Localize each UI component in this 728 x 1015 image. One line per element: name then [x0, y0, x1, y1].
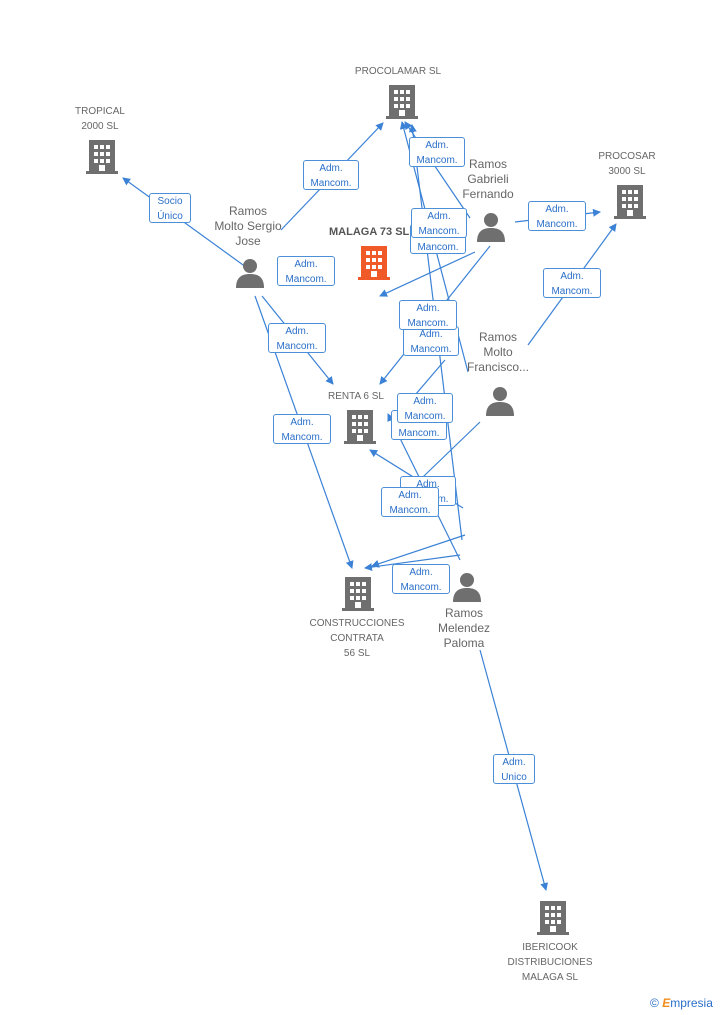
node-label-renta6: RENTA 6 SL — [328, 391, 384, 402]
building-icon-renta6[interactable] — [344, 410, 376, 444]
edge-label-adm-mancom[interactable]: Adm. Mancom. — [409, 137, 465, 167]
edge-line-9 — [379, 251, 476, 297]
copyright-icon: © — [650, 996, 659, 1010]
building-icon-ibericook[interactable] — [537, 901, 569, 935]
node-label-procosar: PROCOSAR 3000 SL — [598, 151, 656, 177]
building-icon-tropical[interactable] — [86, 140, 118, 174]
edge-label-adm-unico[interactable]: Adm. Unico — [493, 754, 535, 784]
building-icon-procosar[interactable] — [614, 185, 646, 219]
edge-label-adm-mancom[interactable]: Adm. Mancom. — [303, 160, 359, 190]
person-label-ramos-sergio: Ramos Molto Sergio Jose — [214, 204, 282, 248]
node-label-tropical: TROPICAL 2000 SL — [74, 106, 125, 132]
edge-label-adm-mancom[interactable]: Adm. Mancom. — [399, 300, 457, 330]
edge-label-adm-mancom[interactable]: Adm. Mancom. — [543, 268, 601, 298]
edge-label-adm-mancom[interactable]: Adm. Mancom. — [381, 487, 439, 517]
edge-label-adm-mancom[interactable]: Adm. Mancom. — [397, 393, 453, 423]
building-icon-malaga73[interactable] — [358, 246, 390, 280]
node-label-construcciones: CONSTRUCCIONES CONTRATA 56 SL — [309, 618, 405, 659]
person-icon-ramos-sergio[interactable] — [235, 258, 265, 288]
brand-initial: E — [662, 996, 671, 1010]
edge-label-adm-mancom[interactable]: Adm. Mancom. — [392, 564, 450, 594]
person-label-ramos-francisco: Ramos Molto Francisco... — [466, 330, 529, 374]
edge-line-0 — [122, 177, 251, 271]
edge-label-adm-mancom[interactable]: Adm. Mancom. — [268, 323, 326, 353]
building-icon-procolamar[interactable] — [386, 85, 418, 119]
node-label-procolamar: PROCOLAMAR SL — [354, 66, 442, 77]
node-label-malaga73: MALAGA 73 SL — [329, 226, 410, 238]
person-label-ramos-gabrieli: Ramos Gabrieli Fernando — [462, 157, 514, 201]
edge-label-socio-unico[interactable]: Socio Único — [149, 193, 191, 223]
person-icon-ramos-paloma[interactable] — [452, 572, 482, 602]
edge-line-15 — [364, 554, 461, 572]
edge-label-adm-mancom[interactable]: Adm. Mancom. — [528, 201, 586, 231]
edge-label-adm-mancom[interactable]: Adm. Mancom. — [411, 208, 467, 238]
brand-name: mpresia — [670, 996, 713, 1010]
edge-label-adm-mancom[interactable]: Adm. Mancom. — [273, 414, 331, 444]
edge-line-16 — [371, 534, 466, 568]
person-label-ramos-paloma: Ramos Melendez Paloma — [437, 606, 491, 650]
edge-label-adm-mancom[interactable]: Adm. Mancom. — [277, 256, 335, 286]
empresia-brand[interactable]: © Empresia — [650, 996, 713, 1010]
building-icon-construcciones[interactable] — [342, 577, 374, 611]
person-icon-ramos-gabrieli[interactable] — [476, 212, 506, 242]
node-label-ibericook: IBERICOOK DISTRIBUCIONES MALAGA SL — [507, 942, 593, 983]
person-icon-ramos-francisco[interactable] — [485, 386, 515, 416]
